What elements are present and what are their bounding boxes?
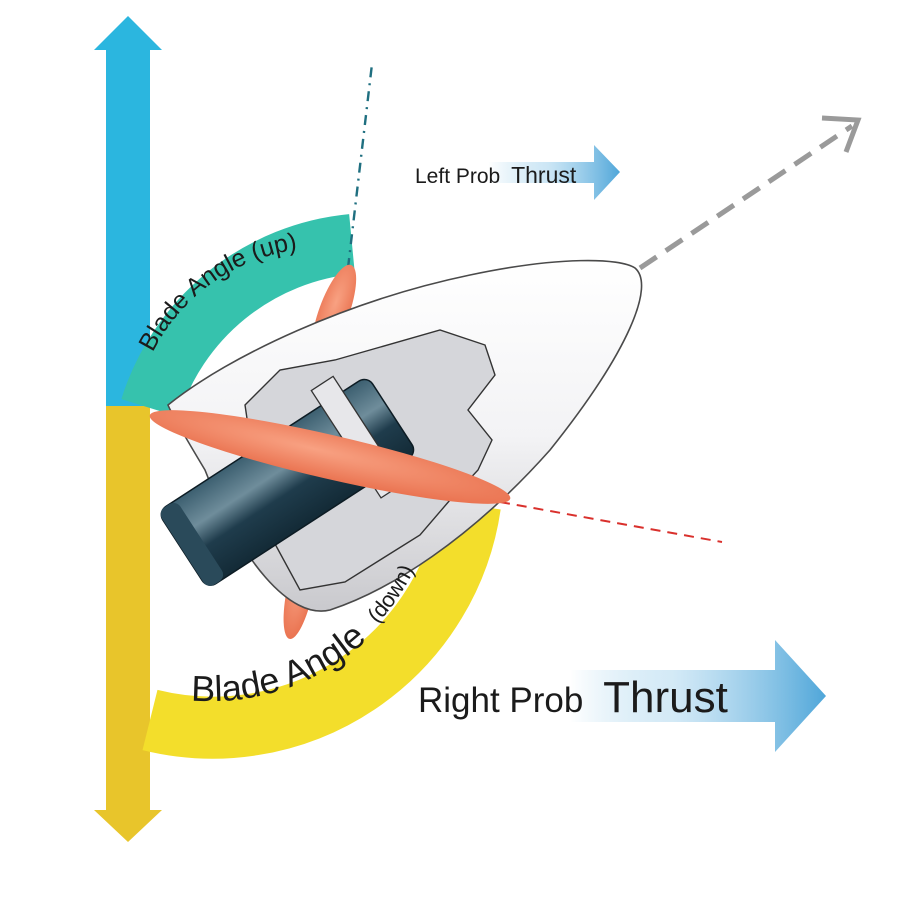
direction-arrowhead-icon	[821, 115, 862, 153]
right-thrust-prefix: Right Prob	[418, 681, 583, 720]
vertical-axis-arrow	[94, 16, 162, 842]
left-thrust-group: Left Prob Thrust	[415, 145, 620, 200]
vertical-axis-top-segment	[106, 48, 150, 406]
blade-reference-line-up	[346, 63, 374, 269]
blade-angle-up-arc	[121, 214, 356, 418]
right-thrust-word: Thrust	[603, 673, 728, 722]
blade-angle-down-arc	[142, 500, 501, 759]
right-thrust-arrow-icon	[570, 640, 826, 752]
blade-reference-line-down	[499, 501, 723, 543]
arrow-up-icon	[94, 16, 162, 50]
arrow-down-icon	[94, 810, 162, 842]
direction-arrow	[638, 115, 862, 271]
propeller-blade-main	[149, 410, 511, 504]
left-thrust-label: Left Prob Thrust	[415, 162, 577, 188]
right-thrust-group: Right Prob Thrust	[418, 640, 826, 752]
direction-dashed-line	[638, 123, 854, 271]
left-thrust-word: Thrust	[511, 162, 577, 188]
left-thrust-arrow-icon	[488, 145, 620, 200]
vertical-axis-bottom-segment	[106, 406, 150, 812]
right-thrust-label: Right Prob Thrust	[418, 673, 728, 722]
left-thrust-prefix: Left Prob	[415, 165, 500, 188]
